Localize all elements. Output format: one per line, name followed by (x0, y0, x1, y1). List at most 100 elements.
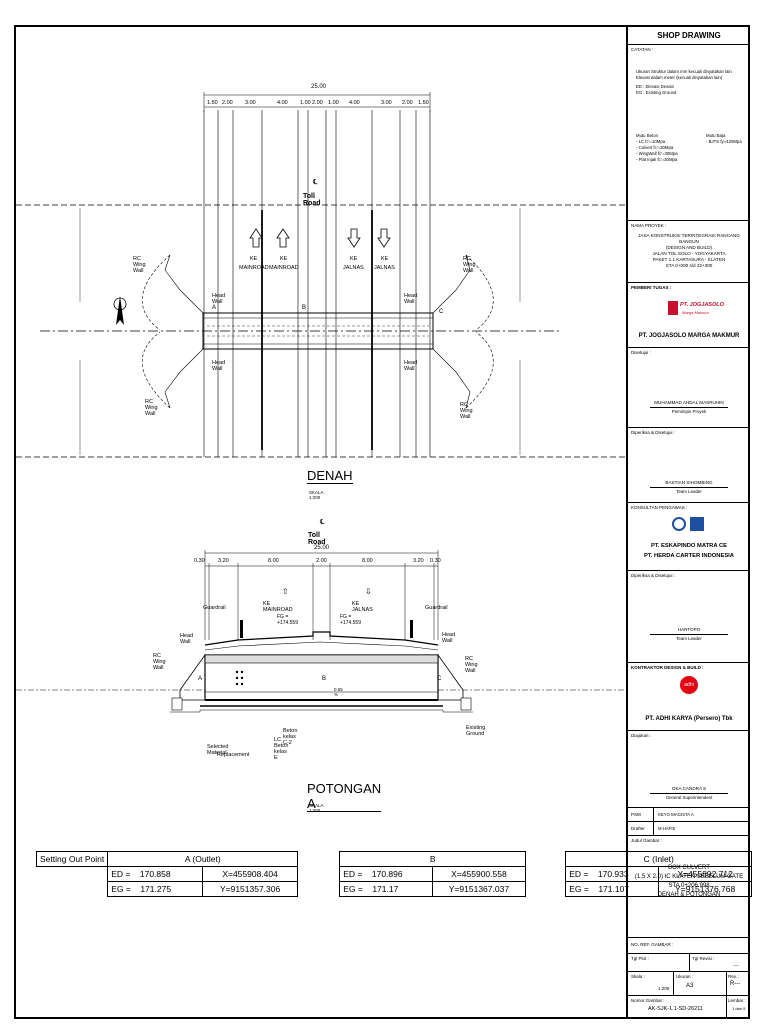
owner-logo: PT. JOGJASOLO Marga Makmur (668, 301, 724, 323)
ed-value: 170.933 (597, 869, 629, 879)
mutu-beton-line: - WingWall fc'=30Mpa (636, 151, 678, 156)
section-title: POTONGAN A (307, 781, 382, 812)
section-slope: 0.55 % (334, 687, 343, 697)
table-cell: Y=9151367.037 (431, 881, 527, 897)
arrow-label: KE (250, 256, 258, 262)
callout-existing-ground: Existing Ground (466, 725, 486, 737)
table-gap (526, 882, 566, 897)
signature-line (650, 487, 728, 488)
drawing-sheet-border (14, 25, 750, 1019)
section-view (16, 550, 625, 713)
table-cell: EG = 171.107 (565, 881, 659, 897)
table-gap (37, 882, 108, 897)
callout-head-wall: Head Wall (180, 633, 194, 645)
drawing-title-line: STA 0+206.998 (668, 883, 710, 889)
cell-divider (673, 972, 674, 995)
skala-value: 1:200 (658, 986, 670, 991)
kontraktor-label: KONTRAKTOR DESIGN & BUILD : (631, 665, 704, 670)
signature-line (650, 793, 728, 794)
table-row: Setting Out Point A (Outlet) B C (Inlet) (35, 851, 753, 867)
ed-value: 170.858 (139, 869, 171, 879)
eg-label: EG = (111, 884, 131, 894)
arrow-label: JALNAS (374, 265, 395, 271)
dim-label: 4.00 (277, 100, 288, 106)
dim-label: 1.50 (207, 100, 218, 106)
column-header-a: A (Outlet) (107, 851, 299, 867)
section-fg-left: FG = +174.559 (277, 614, 298, 626)
setting-out-table: Setting Out Point A (Outlet) B C (Inlet)… (35, 851, 753, 897)
lembar-value: 1 dari 9 (732, 1006, 746, 1011)
callout-rc-wing-wall: RC Wing Wall (463, 256, 476, 274)
note-line: Elevasi dalam meter (kecuali dinyatakan … (636, 75, 723, 80)
row-label: Drafter (631, 826, 645, 831)
arrow-up-icon (276, 228, 290, 248)
tgl-plot-label: Tgl Plot : (631, 956, 649, 961)
section-scale: SKALA 1:200 (309, 803, 324, 813)
point-label: A (212, 305, 217, 311)
mutu-beton-list: Mutu Beton - LC fc'=10Mpa - Culvert fc'=… (636, 133, 678, 163)
arrow-label: KE (280, 256, 288, 262)
point-label: B (302, 305, 307, 311)
eg-value: 171.275 (140, 884, 172, 894)
callout-selected-material: Selected Material (207, 744, 229, 756)
point-label: B (322, 676, 327, 682)
drawing-canvas (16, 92, 625, 713)
table-cell: EG = 171.17 (339, 881, 433, 897)
table-cell: X=455908.404 (201, 866, 299, 882)
project-name: JASA KONSTRUKSI TERINTEGRASI RANCANG BAN… (628, 233, 750, 269)
rev-label: Rev. : (728, 974, 740, 979)
owner-logo-icon (668, 301, 678, 315)
signature-line (650, 634, 728, 635)
dim-label: 3.20 (218, 558, 229, 564)
table-gap (298, 882, 340, 897)
ukuran-value: A3 (686, 983, 694, 989)
section-total-dim: 25.00 (314, 545, 330, 551)
mutu-baja-list: Mutu Baja - BJTS fy=420Mpa (706, 133, 742, 145)
dim-label: 2.00 (402, 100, 413, 106)
plan-total-dim: 25.00 (311, 84, 327, 90)
dim-label: 0.30 (430, 558, 441, 564)
table-row: EG = 171.275 Y=9151357.306 EG = 171.17 Y… (37, 881, 753, 897)
owner-logo-text: PT. JOGJASOLO (680, 302, 724, 308)
project-line: JALAN TOL SOLO - YOGYAKARTA (652, 251, 726, 256)
project-line: (DESIGN AND BUILD) (665, 245, 713, 250)
table-cell: ED = 170.896 (339, 866, 433, 882)
project-section: NAMA PROYEK : JASA KONSTRUKSI TERINTEGRA… (628, 221, 750, 283)
pemberi-tugas-label: PEMBERI TUGAS : (631, 285, 672, 290)
callout-rc-wing-wall: RC Wing Wall (153, 653, 166, 671)
callout-guardrail: Guardrail (203, 605, 226, 611)
arrow-label: KE (381, 256, 389, 262)
owner-logo-sub: Marga Makmur (682, 310, 709, 315)
dim-label: 0.30 (194, 558, 205, 564)
callout-selected-material: Replacement (217, 752, 250, 758)
mutu-beton-line: - Culvert fc'=30Mpa (636, 145, 674, 150)
cell-divider (689, 954, 690, 971)
project-line: PAKET 1.1 KARTASURA - KLATEN (652, 257, 726, 262)
table-cell: ED = 170.858 (107, 866, 203, 882)
ed-label: ED = (343, 869, 363, 879)
dim-label: 1.00 (328, 100, 339, 106)
dim-label: 8.00 (268, 558, 279, 564)
eg-value: 171.17 (372, 884, 399, 894)
signatory-role: Team Leader (676, 489, 702, 494)
consultant-name: PT. ESKAPINDO MATRA CE (650, 543, 727, 549)
section-dir-right: KE JALNAS (352, 601, 373, 613)
tgl-revisi-value: ---- (733, 963, 739, 968)
plan-road-label: Toll Road (303, 193, 321, 207)
consultant-logo (672, 515, 706, 533)
table-gap (298, 852, 340, 867)
ed-value: 170.896 (371, 869, 403, 879)
contractor-name: PT. ADHI KARYA (Persero) Tbk (645, 716, 733, 722)
note-line: ED : Elevasi Desain (636, 84, 674, 89)
drawing-number: AK-SJK-1.1-SD-26211 (648, 1006, 703, 1012)
signatory-name: HARTOPO (677, 627, 701, 632)
callout-rc-wing-wall: RC Wing Wall (460, 402, 473, 420)
callout-head-wall: Head Wall (212, 293, 226, 305)
ed-label: ED = (111, 869, 131, 879)
project-line: STA 0+000 s/d 22+300 (665, 263, 713, 268)
dim-label: 2.00 (316, 558, 327, 564)
mutu-baja-label: Mutu Baja (706, 133, 726, 138)
section-centerline-symbol: ℄ (320, 519, 325, 526)
diperiksa-label: Diperiksa & Disetujui : (631, 573, 676, 578)
notes-section: CATATAN : Ukuran Struktur dalam mm kecua… (628, 45, 750, 221)
